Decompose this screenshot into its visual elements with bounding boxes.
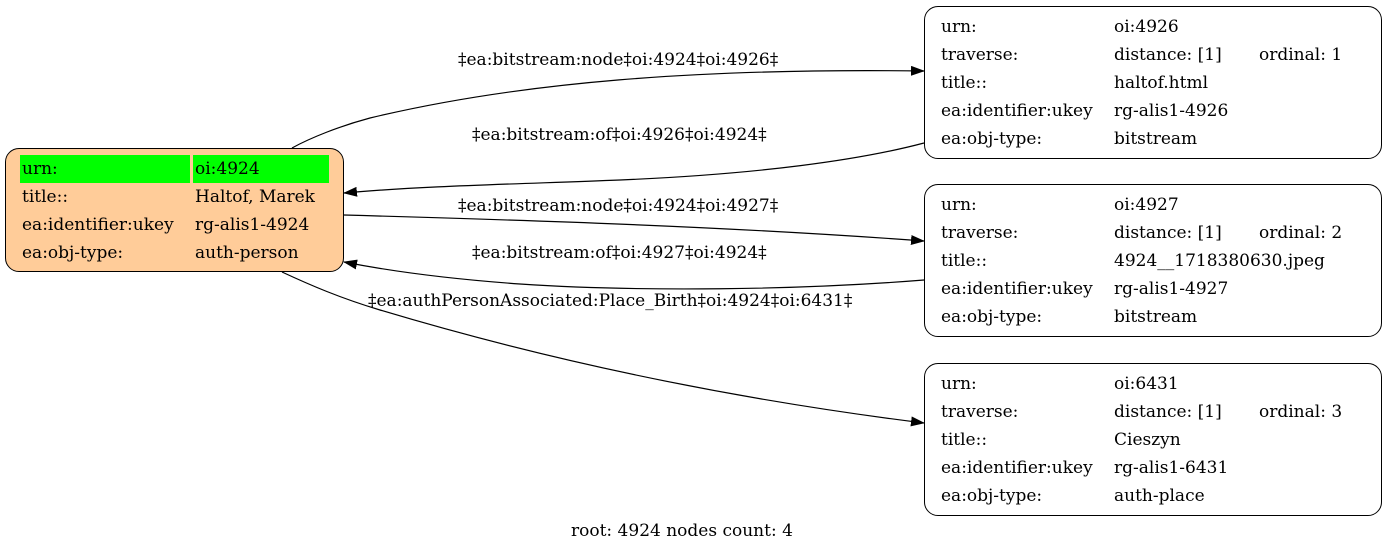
row-extra — [1257, 191, 1344, 219]
row-value: bitstream — [1114, 129, 1198, 149]
row-value: 4924__1718380630.jpeg — [1114, 251, 1325, 271]
row-value: distance: [1] — [1114, 402, 1222, 422]
row-value: distance: [1] — [1114, 223, 1222, 243]
row-key: ea:identifier:ukey — [941, 458, 1093, 478]
row-key: ea:obj-type: — [941, 486, 1043, 506]
node-row: ea:identifier:ukey rg-alis1-4924 — [20, 211, 329, 239]
node-row: urn: oi:4924 — [20, 155, 329, 183]
row-key: ea:obj-type: — [941, 307, 1043, 327]
row-value: auth-person — [195, 243, 299, 263]
node-row: urn: oi:4926 — [939, 13, 1344, 41]
row-value: oi:4926 — [1114, 17, 1179, 37]
edge-4924-to-4926 — [291, 65, 925, 149]
node-6431[interactable]: urn: oi:6431 traverse: distance: [1] ord… — [924, 363, 1382, 516]
row-key: traverse: — [941, 223, 1019, 243]
node-row: ea:obj-type: bitstream — [939, 125, 1344, 153]
edge-4924-to-6431 — [281, 271, 925, 427]
edge-4927-to-4924 — [343, 259, 925, 290]
row-extra — [1257, 370, 1344, 398]
node-row: urn: oi:6431 — [939, 370, 1344, 398]
graph-footer: root: 4924 nodes count: 4 — [571, 521, 793, 541]
row-extra: ordinal: 3 — [1259, 402, 1343, 422]
row-extra: ordinal: 1 — [1259, 45, 1343, 65]
row-key: ea:obj-type: — [941, 129, 1043, 149]
node-row: traverse: distance: [1] ordinal: 2 — [939, 219, 1344, 247]
row-key: traverse: — [941, 402, 1019, 422]
row-value: oi:6431 — [1114, 374, 1179, 394]
node-row: ea:identifier:ukey rg-alis1-4927 — [939, 275, 1344, 303]
node-row: ea:obj-type: bitstream — [939, 303, 1344, 331]
row-extra — [1257, 13, 1344, 41]
row-key: title:: — [941, 430, 988, 450]
edge-4926-to-4924 — [343, 142, 925, 197]
node-row: ea:identifier:ukey rg-alis1-6431 — [939, 454, 1344, 482]
edge-label-4924-to-4926: ‡ea:bitstream:node‡oi:4924‡oi:4926‡ — [458, 50, 779, 70]
row-key: urn: — [941, 195, 977, 215]
row-key: title:: — [22, 187, 69, 207]
row-value: distance: [1] — [1114, 45, 1222, 65]
row-key: ea:obj-type: — [22, 243, 124, 263]
node-6431-record: urn: oi:6431 traverse: distance: [1] ord… — [936, 370, 1347, 510]
node-4924-record: urn: oi:4924 title:: Haltof, Marek ea:id… — [17, 155, 332, 267]
edge-label-4924-to-4927: ‡ea:bitstream:node‡oi:4924‡oi:4927‡ — [458, 196, 779, 216]
node-row: ea:obj-type: auth-place — [939, 482, 1344, 510]
edge-label-4924-to-6431: ‡ea:authPersonAssociated:Place_Birth‡oi:… — [368, 291, 853, 311]
row-value: bitstream — [1114, 307, 1198, 327]
node-row: title:: haltof.html — [939, 69, 1344, 97]
row-extra: ordinal: 2 — [1259, 223, 1343, 243]
row-key: urn: — [941, 374, 977, 394]
node-4926-record: urn: oi:4926 traverse: distance: [1] ord… — [936, 13, 1347, 153]
node-4927-record: urn: oi:4927 traverse: distance: [1] ord… — [936, 191, 1347, 331]
row-key: urn: — [941, 17, 977, 37]
row-value: haltof.html — [1114, 73, 1209, 93]
row-key: ea:identifier:ukey — [941, 279, 1093, 299]
node-row: traverse: distance: [1] ordinal: 1 — [939, 41, 1344, 69]
row-value: rg-alis1-4926 — [1114, 101, 1229, 121]
node-row: title:: Haltof, Marek — [20, 183, 329, 211]
node-row: ea:obj-type: auth-person — [20, 239, 329, 267]
row-key: urn: — [20, 155, 190, 183]
node-4926[interactable]: urn: oi:4926 traverse: distance: [1] ord… — [924, 6, 1382, 159]
row-value: rg-alis1-4927 — [1114, 279, 1229, 299]
row-value: oi:4927 — [1114, 195, 1179, 215]
row-value: Cieszyn — [1114, 430, 1181, 450]
node-row: title:: Cieszyn — [939, 426, 1344, 454]
node-row: urn: oi:4927 — [939, 191, 1344, 219]
row-value: oi:4924 — [193, 155, 329, 183]
row-key: title:: — [941, 73, 988, 93]
row-key: ea:identifier:ukey — [22, 215, 174, 235]
node-row: title:: 4924__1718380630.jpeg — [939, 247, 1344, 275]
row-key: traverse: — [941, 45, 1019, 65]
row-value: Haltof, Marek — [195, 187, 315, 207]
edge-label-4926-to-4924: ‡ea:bitstream:of‡oi:4926‡oi:4924‡ — [472, 125, 767, 145]
row-value: rg-alis1-6431 — [1114, 458, 1229, 478]
row-key: title:: — [941, 251, 988, 271]
row-value: auth-place — [1114, 486, 1205, 506]
node-4924[interactable]: urn: oi:4924 title:: Haltof, Marek ea:id… — [5, 148, 344, 272]
edge-4924-to-4927 — [343, 214, 925, 246]
edge-label-4927-to-4924: ‡ea:bitstream:of‡oi:4927‡oi:4924‡ — [472, 243, 767, 263]
node-row: ea:identifier:ukey rg-alis1-4926 — [939, 97, 1344, 125]
node-row: traverse: distance: [1] ordinal: 3 — [939, 398, 1344, 426]
row-key: ea:identifier:ukey — [941, 101, 1093, 121]
row-value: rg-alis1-4924 — [195, 215, 310, 235]
node-4927[interactable]: urn: oi:4927 traverse: distance: [1] ord… — [924, 184, 1382, 337]
